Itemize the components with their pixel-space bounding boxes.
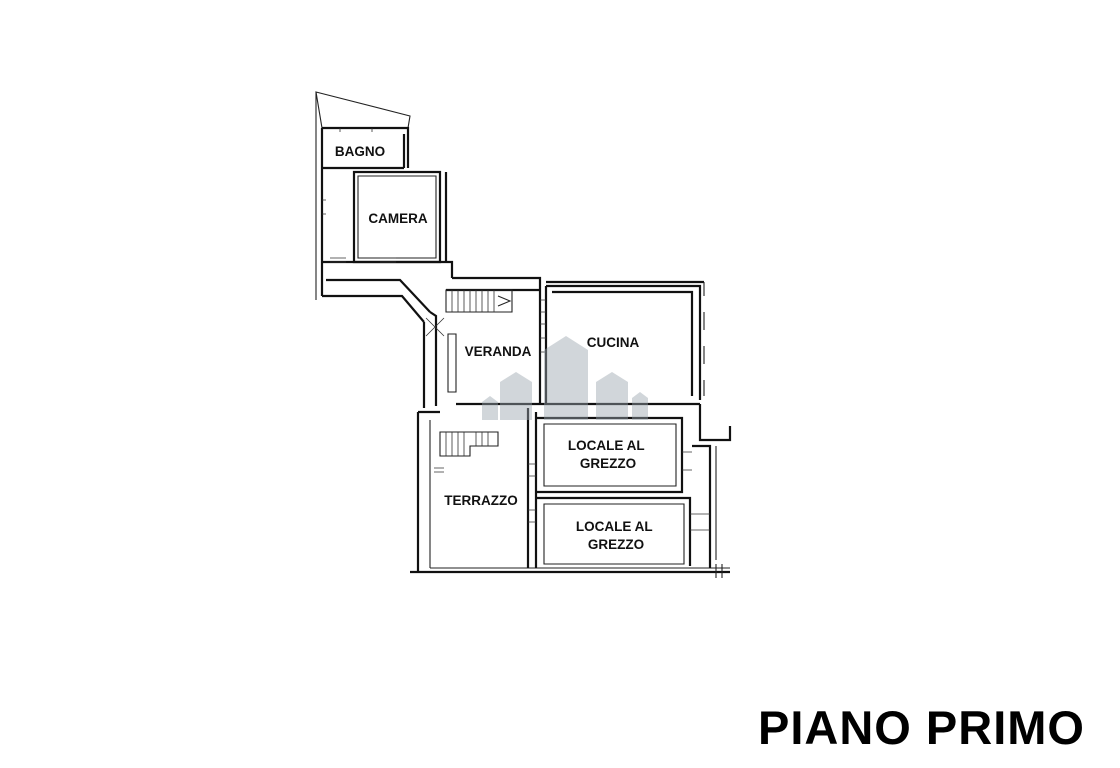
upper-wing-walls (315, 91, 454, 323)
lower-block-walls (410, 404, 732, 578)
room-label-veranda: VERANDA (465, 344, 532, 359)
house-watermark-icon (482, 336, 648, 420)
room-label-bagno: BAGNO (335, 144, 385, 159)
cucina-walls (546, 280, 705, 400)
room-label-locale-1: LOCALE AL GREZZO (568, 438, 648, 471)
room-label-camera: CAMERA (368, 211, 427, 226)
room-label-cucina: CUCINA (587, 335, 640, 350)
plan-title: PIANO PRIMO (758, 701, 1085, 754)
veranda-walls (422, 276, 700, 408)
room-label-terrazzo: TERRAZZO (444, 493, 518, 508)
room-label-locale-2: LOCALE AL GREZZO (576, 519, 656, 552)
